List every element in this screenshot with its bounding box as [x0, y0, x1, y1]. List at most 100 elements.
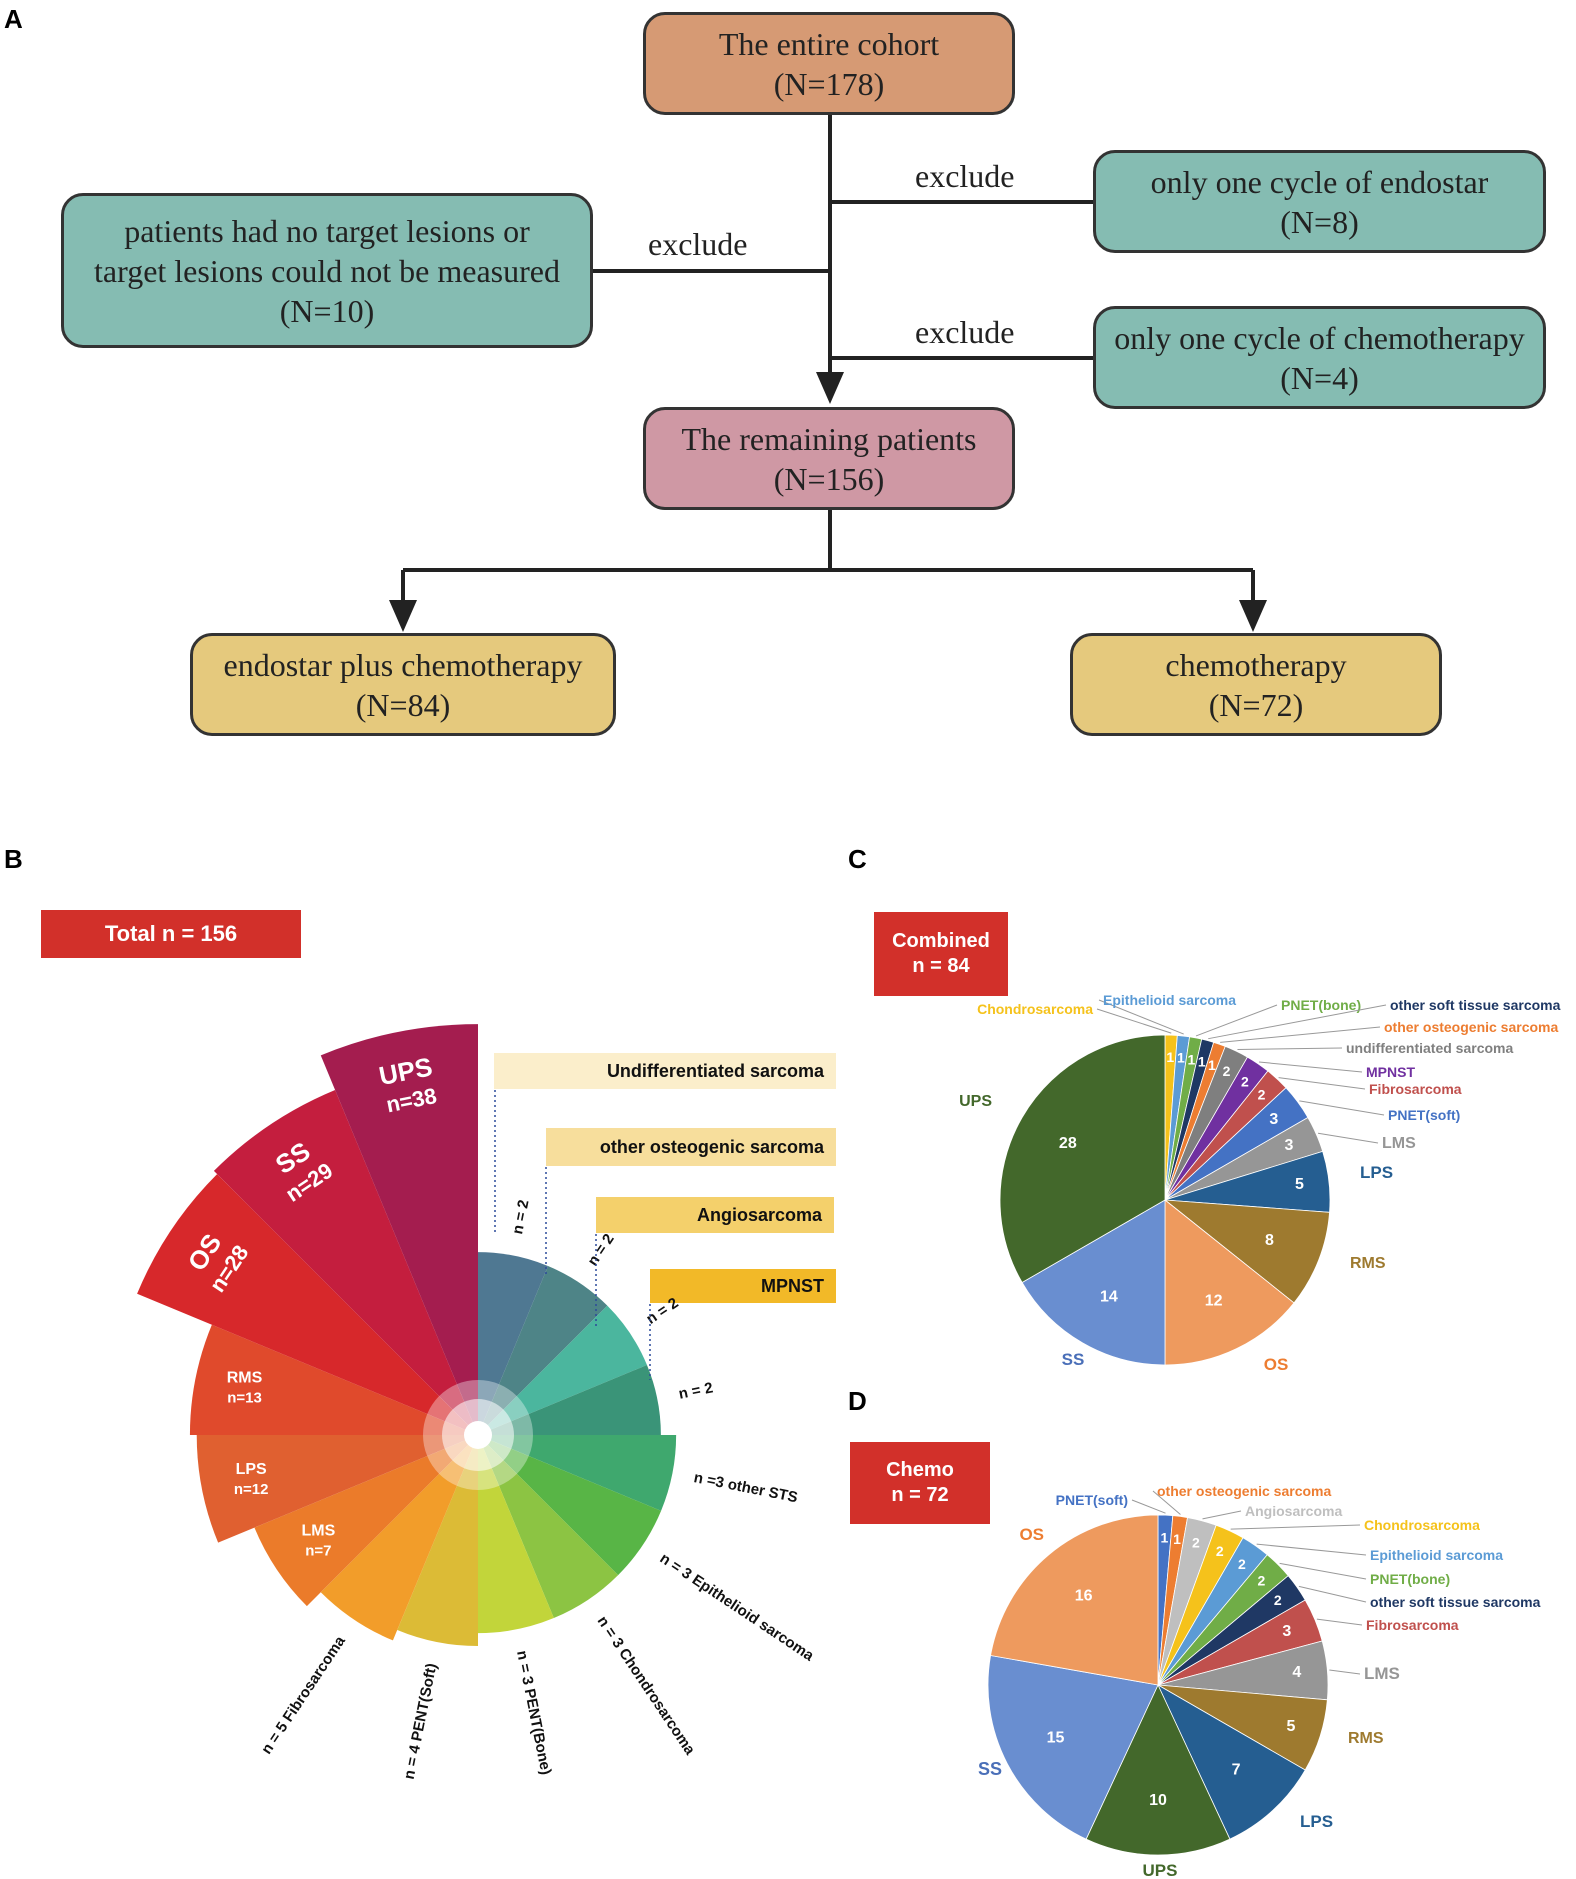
radial-label-lps: LPS: [236, 1461, 267, 1478]
chemo-leader-other-soft-tissue-sarcoma: [1298, 1585, 1367, 1603]
combined-label-undifferentiated-sarcoma: undifferentiated sarcoma: [1346, 1040, 1513, 1056]
combined-badge-title: Combined: [892, 930, 990, 952]
combined-value-os: 12: [1205, 1292, 1223, 1309]
chemo-value-pnet-bone: 2: [1257, 1572, 1265, 1588]
cohort-count: (N=178): [773, 65, 885, 102]
combined-value-fibrosarcoma: 2: [1258, 1087, 1266, 1103]
chemo-value-epithelioid-sarcoma: 2: [1238, 1556, 1246, 1572]
panel-label-d: D: [848, 1386, 867, 1416]
combined-leader-fibrosarcoma: [1278, 1077, 1366, 1090]
chemo-value-angiosarcoma: 2: [1192, 1534, 1200, 1550]
combined-leader-lms: [1317, 1132, 1379, 1144]
chemo-label-rms: RMS: [1348, 1730, 1384, 1747]
radial-bar-ups: [320, 1024, 478, 1435]
chemo-value-chondrosarcoma: 2: [1216, 1543, 1224, 1559]
radial-bar-pent-soft: [397, 1435, 478, 1646]
chemo-badge: Chemo n = 72: [850, 1442, 990, 1524]
radial-bar-undifferentiated-sarcoma: [478, 1252, 548, 1435]
endostar-exclusion-count: (N=8): [1280, 203, 1359, 240]
combined-label-pnet-bone: PNET(bone): [1281, 997, 1361, 1013]
radial-label-mpnst: n = 2: [677, 1379, 714, 1402]
chemo-label-angiosarcoma: Angiosarcoma: [1245, 1503, 1342, 1519]
combined-label-ups: UPS: [959, 1093, 992, 1110]
tag-undifferentiated-sarcoma: Undifferentiated sarcoma: [494, 1053, 836, 1089]
remaining-count: (N=156): [773, 460, 885, 497]
chemo-label-other-osteogenic-sarcoma: other osteogenic sarcoma: [1157, 1483, 1331, 1499]
arrowhead-endostar-arm: [389, 600, 417, 632]
combined-pie: [999, 1034, 1331, 1366]
combined-label-lms: LMS: [1382, 1135, 1416, 1152]
radial-label-undifferentiated-sarcoma: n = 2: [509, 1198, 532, 1235]
exclude-label-lesions: exclude: [648, 226, 748, 262]
chemo-value-fibrosarcoma: 3: [1282, 1623, 1291, 1640]
chemo-arm-title: chemotherapy: [1165, 646, 1347, 683]
chemo-label-pnet-bone: PNET(bone): [1370, 1571, 1450, 1587]
combined-label-epithelioid-sarcoma: Epithelioid sarcoma: [1103, 992, 1236, 1008]
exclude-label-chemo: exclude: [915, 314, 1015, 350]
panel-label-c: C: [848, 844, 867, 874]
radial-label-rms: RMS: [227, 1370, 263, 1387]
lesions-exclusion-count: (N=10): [279, 292, 375, 329]
total-count-badge: Total n = 156: [41, 910, 301, 958]
exclude-label-endostar: exclude: [915, 158, 1015, 194]
chemo-value-pnet-soft: 1: [1160, 1530, 1168, 1546]
radial-bar-fibrosarcoma: [320, 1435, 478, 1641]
combined-leader-mpnst: [1259, 1061, 1363, 1073]
combined-slice-os: [1164, 1199, 1295, 1366]
box-exclude-chemo: only one cycle of chemotherapy (N=4): [1093, 306, 1546, 409]
chemo-label-ups: UPS: [1143, 1861, 1178, 1879]
chemo-exclusion-count: (N=4): [1280, 359, 1359, 396]
combined-value-pnet-soft: 3: [1269, 1111, 1278, 1128]
total-count-text: Total n = 156: [104, 921, 238, 946]
combined-value-epithelioid-sarcoma: 1: [1177, 1050, 1185, 1066]
chemo-badge-n: n = 72: [891, 1484, 949, 1506]
combined-leader-other-soft-tissue-sarcoma: [1208, 1004, 1387, 1040]
chemo-arm-count: (N=72): [1208, 686, 1304, 723]
tag-angiosarcoma: Angiosarcoma: [596, 1197, 834, 1233]
combined-label-other-osteogenic-sarcoma: other osteogenic sarcoma: [1384, 1019, 1558, 1035]
cohort-title: The entire cohort: [718, 25, 940, 62]
combined-value-ups: 28: [1059, 1135, 1077, 1152]
endostar-exclusion-text: only one cycle of endostar: [1150, 163, 1489, 200]
chemo-leader-fibrosarcoma: [1316, 1618, 1363, 1626]
radial-bar-angiosarcoma: [478, 1305, 647, 1435]
box-exclude-lesions: patients had no target lesions or target…: [61, 193, 593, 348]
tag-mpnst: MPNST: [650, 1269, 836, 1303]
chemo-leader-angiosarcoma: [1202, 1510, 1242, 1520]
combined-leader-other-osteogenic-sarcoma: [1220, 1026, 1381, 1043]
combined-value-other-soft-tissue-sarcoma: 1: [1198, 1054, 1206, 1070]
combined-slice-ups: [999, 1034, 1166, 1284]
chemo-label-ss: SS: [978, 1759, 1002, 1779]
radial-bar-other-sts: [478, 1435, 677, 1511]
radial-bar-lms: [254, 1435, 478, 1607]
radial-bar-rms: [189, 1324, 478, 1435]
chemo-value-os: 16: [1075, 1588, 1093, 1605]
chemo-label-os: OS: [1019, 1525, 1044, 1544]
chemo-label-lps: LPS: [1300, 1812, 1333, 1831]
tag-other-osteogenic-sarcoma: other osteogenic sarcoma: [546, 1128, 836, 1166]
combined-label-lps: LPS: [1360, 1163, 1393, 1182]
combined-label-chondrosarcoma: Chondrosarcoma: [977, 1001, 1093, 1017]
box-chemo-arm: chemotherapy (N=72): [1070, 633, 1442, 736]
radial-count-lms: n=7: [305, 1543, 331, 1560]
chemo-value-rms: 5: [1286, 1718, 1295, 1735]
chemo-label-fibrosarcoma: Fibrosarcoma: [1366, 1617, 1459, 1633]
chemo-value-lms: 4: [1292, 1664, 1301, 1681]
combined-value-ss: 14: [1100, 1288, 1118, 1305]
combined-value-pnet-bone: 1: [1187, 1051, 1195, 1067]
combined-value-other-osteogenic-sarcoma: 1: [1208, 1057, 1216, 1073]
chemo-slice-ss: [987, 1655, 1159, 1840]
box-remaining-patients: The remaining patients (N=156): [643, 407, 1015, 510]
arrowhead-remaining: [816, 372, 844, 404]
combined-value-rms: 8: [1265, 1232, 1274, 1249]
lesions-exclusion-line2: target lesions could not be measured: [94, 252, 560, 289]
radial-bar-pent-bone: [478, 1435, 554, 1634]
panel-label-b: B: [4, 844, 23, 874]
chemo-leader-lms: [1329, 1669, 1361, 1675]
arrowhead-chemo-arm: [1239, 600, 1267, 632]
radial-bar-other-osteogenic-sarcoma: [478, 1266, 608, 1435]
combined-value-lps: 5: [1295, 1176, 1304, 1193]
chemo-slice-os: [990, 1514, 1159, 1686]
combined-label-pnet-soft: PNET(soft): [1388, 1107, 1460, 1123]
